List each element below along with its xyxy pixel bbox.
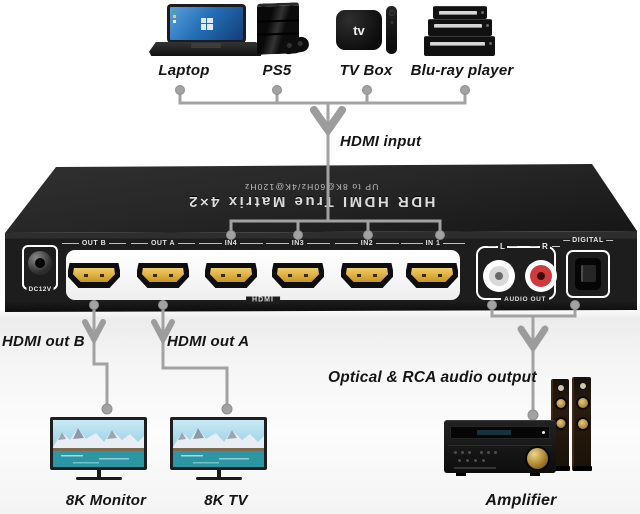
rca-right-label: R	[530, 242, 560, 251]
bluray-unit	[424, 36, 495, 56]
tv-frame	[170, 417, 267, 470]
hdmi-input-label: HDMI input	[340, 133, 422, 150]
windows-logo-icon	[200, 17, 213, 30]
monitor-8k-label: 8K Monitor	[65, 492, 147, 509]
port-label-in3: IN3	[266, 239, 330, 248]
tv-8k-icon	[170, 417, 267, 480]
tv-screen-image	[53, 420, 144, 467]
arrow-hdmi-input	[310, 106, 346, 137]
rca-left-label: L	[488, 242, 517, 251]
node-laptop	[175, 85, 185, 95]
remote-control-icon	[386, 6, 397, 54]
port-label-out-a: OUT A	[131, 239, 195, 248]
bluray-unit	[433, 6, 487, 19]
hdmi-port-in4	[205, 263, 257, 288]
apple-tv-logo: tv	[353, 22, 365, 38]
hdmi-port-in2	[341, 263, 393, 288]
laptop-screen	[167, 4, 246, 43]
tv-box-label: TV Box	[339, 62, 393, 79]
speaker-icon	[572, 377, 592, 471]
port-label-in4: IN4	[199, 239, 263, 248]
apple-tv-box: tv	[336, 10, 382, 50]
rca-jack-right	[525, 260, 557, 292]
laptop-label: Laptop	[158, 62, 210, 79]
device-front-panel: OUT B OUT A IN4 IN3 IN2 IN 1 DC12V HDMI	[5, 231, 637, 312]
monitor-8k-icon	[50, 417, 147, 480]
laptop-base	[149, 42, 263, 56]
digital-label: DIGITAL	[563, 237, 613, 244]
amp-display	[450, 426, 550, 439]
wire-sources-bus	[178, 91, 467, 105]
laptop-wallpaper	[170, 7, 243, 40]
rca-jack-left	[483, 260, 515, 292]
arrow-audio-out	[517, 325, 549, 354]
device-model-print: HDR HDMI True Matrix 4×2	[186, 193, 436, 211]
node-monitor	[101, 403, 113, 415]
hdmi-out-a-label: HDMI out A	[167, 333, 250, 350]
dc-power-label: DC12V	[26, 286, 54, 293]
hdmi-port-out-a	[137, 263, 189, 288]
audio-out-label: AUDIO OUT	[501, 296, 550, 303]
amplifier-icon	[444, 420, 556, 476]
hdmi-port-in3	[272, 263, 324, 288]
rca-audio-out: L R AUDIO OUT	[476, 242, 557, 303]
port-label-in1: IN 1	[401, 239, 465, 248]
node-amplifier	[527, 409, 539, 421]
node-tvbox	[362, 85, 372, 95]
port-label-in2: IN2	[335, 239, 399, 248]
device-top-face: HDR HDMI True Matrix 4×2 UP to 8K@60Hz/4…	[5, 164, 637, 233]
hdmi-group-label: HDMI	[246, 296, 280, 304]
tv-8k-label: 8K TV	[204, 492, 248, 509]
tv-screen-image	[173, 420, 264, 467]
dc-power-jack: DC12V	[22, 245, 58, 293]
arrow-out-b	[82, 319, 106, 346]
hdmi-port-out-b	[68, 263, 120, 288]
wire-out-a	[161, 306, 229, 406]
bluray-label: Blu-ray player	[410, 62, 514, 79]
amplifier-label: Amplifier	[485, 492, 557, 509]
device-spec-print: UP to 8K@60Hz/4K@120Hz	[243, 182, 379, 193]
barrel-jack-icon	[28, 251, 52, 275]
port-label-out-b: OUT B	[62, 239, 126, 248]
optical-digital-out	[566, 250, 610, 298]
node-ps5	[272, 85, 282, 95]
audio-output-label: Optical & RCA audio output	[328, 369, 537, 386]
volume-knob-icon	[527, 448, 548, 469]
node-tv	[221, 403, 233, 415]
device-top-print: HDR HDMI True Matrix 4×2 UP to 8K@60Hz/4…	[85, 168, 537, 225]
bluray-unit	[428, 19, 492, 36]
hdmi-port-panel: HDMI	[66, 250, 460, 304]
tv-frame	[50, 417, 147, 470]
ps5-label: PS5	[262, 62, 292, 79]
node-bluray	[460, 85, 470, 95]
toslink-port-icon	[575, 258, 601, 290]
hdmi-port-in1	[406, 263, 458, 288]
wire-out-b	[92, 306, 109, 406]
hdmi-out-b-label: HDMI out B	[2, 333, 85, 350]
